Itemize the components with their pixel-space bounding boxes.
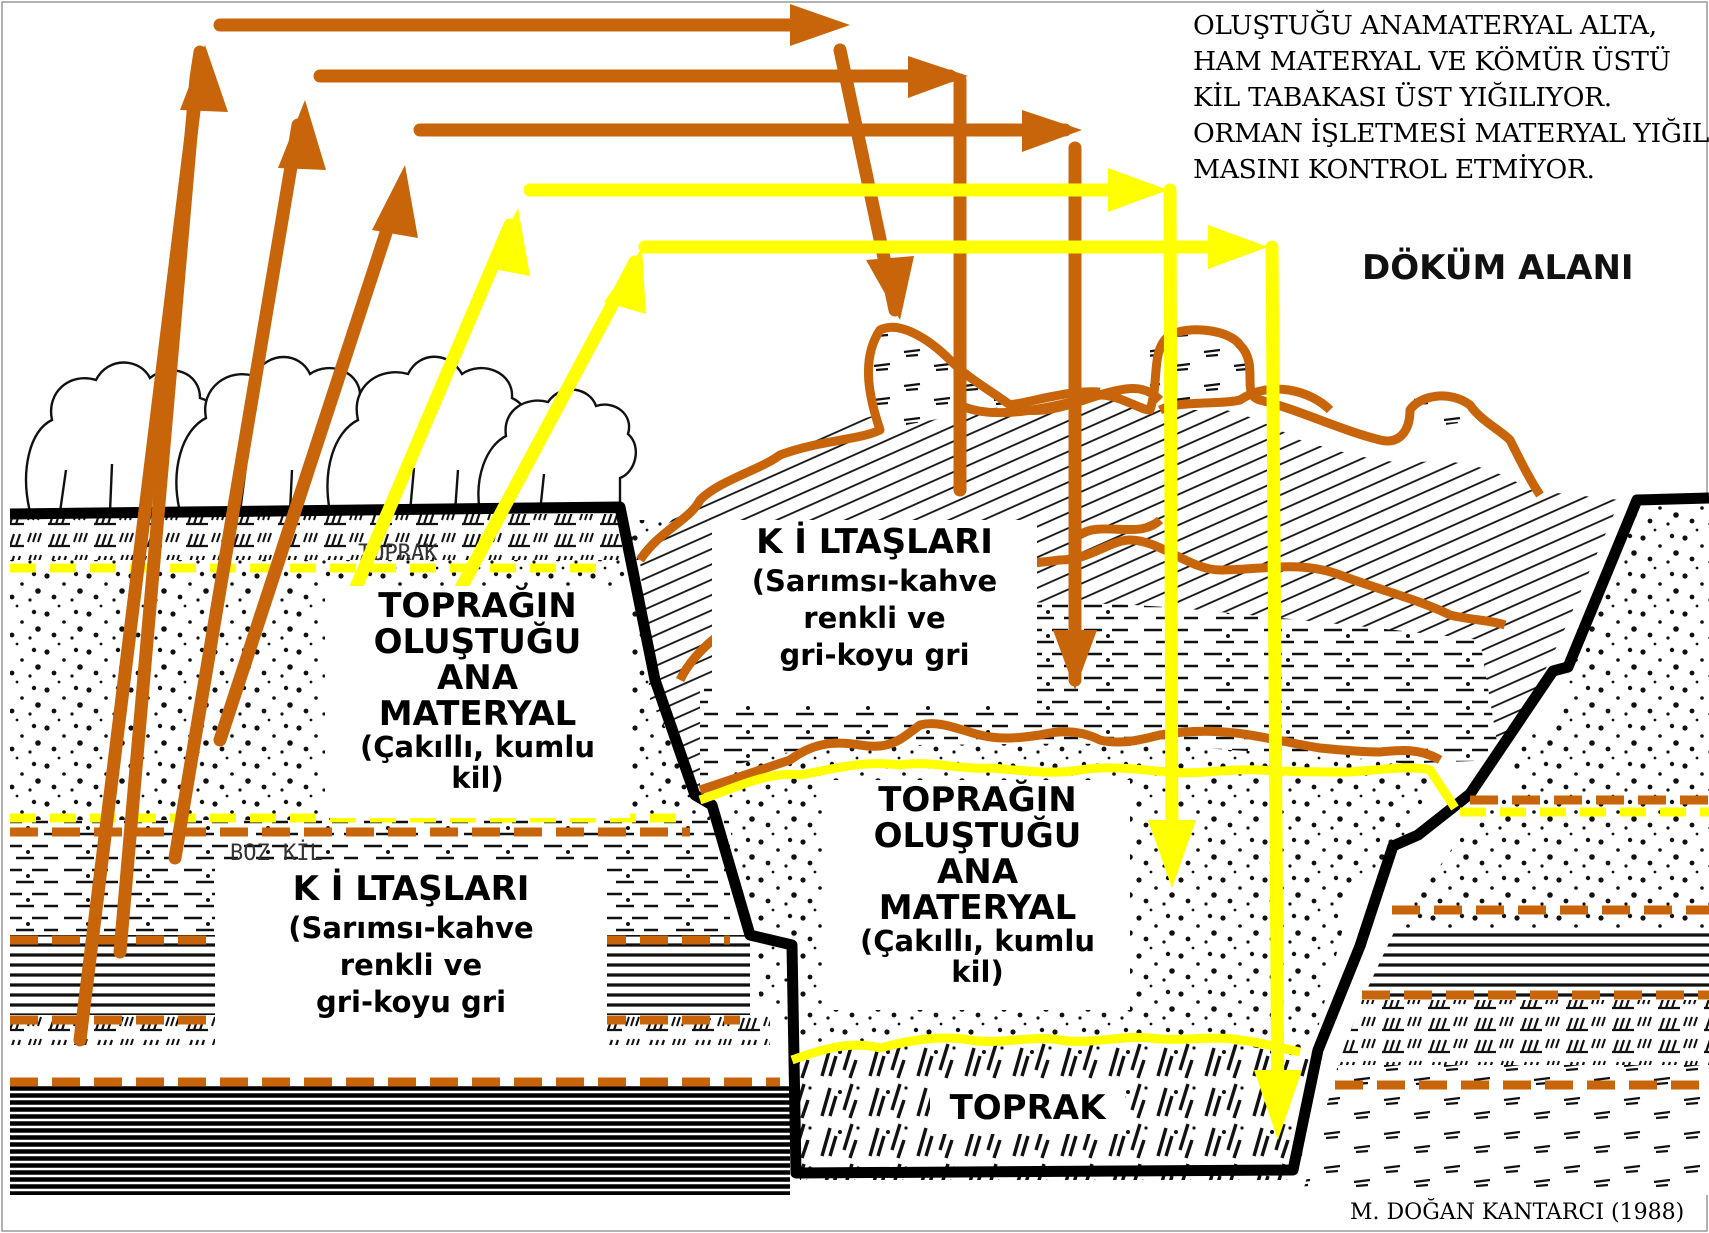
label-detail: (Sarımsı-kahve bbox=[215, 913, 607, 944]
label-detail: gri-koyu gri bbox=[712, 640, 1037, 671]
dump-area-title: DÖKÜM ALANI bbox=[1362, 248, 1634, 288]
label-detail: (Çakıllı, kumlu bbox=[325, 732, 630, 763]
label-detail: (Çakıllı, kumlu bbox=[825, 926, 1130, 957]
label-detail: kil) bbox=[325, 763, 630, 794]
parent-material-left-label: TOPRAĞIN OLUŞTUĞU ANA MATERYAL (Çakıllı,… bbox=[325, 586, 630, 818]
claystone-left-label: K İ LTAŞLARI (Sarımsı-kahve renkli ve gr… bbox=[215, 867, 607, 1056]
label-line: OLUŞTUĞU bbox=[325, 624, 630, 660]
annotation-line: HAM MATERYAL VE KÖMÜR ÜSTÜ bbox=[1193, 44, 1709, 80]
annotation-line: ORMAN İŞLETMESİ MATERYAL YIĞIL- bbox=[1193, 116, 1709, 152]
label-line: TOPRAĞIN bbox=[325, 588, 630, 624]
label-line: MATERYAL bbox=[825, 890, 1130, 926]
annotation-line: KİL TABAKASI ÜST YIĞILIYOR. bbox=[1193, 80, 1709, 116]
label-line: MATERYAL bbox=[325, 696, 630, 732]
label-line: OLUŞTUĞU bbox=[825, 818, 1130, 854]
label-title: TOPRAK bbox=[930, 1082, 1125, 1134]
label-detail: gri-koyu gri bbox=[215, 987, 607, 1018]
label-line: ANA bbox=[825, 854, 1130, 890]
label-detail: kil) bbox=[825, 957, 1130, 988]
parent-material-pit-label: TOPRAĞIN OLUŞTUĞU ANA MATERYAL (Çakıllı,… bbox=[825, 780, 1130, 1010]
faint-gray-clay-label: BOZ KİL bbox=[230, 840, 323, 866]
annotation-text: OLUŞTUĞU ANAMATERYAL ALTA, HAM MATERYAL … bbox=[1193, 8, 1709, 188]
label-title: K İ LTAŞLARI bbox=[215, 871, 607, 907]
claystone-dump-label: K İ LTAŞLARI (Sarımsı-kahve renkli ve gr… bbox=[712, 520, 1037, 704]
label-detail: renkli ve bbox=[215, 950, 607, 981]
annotation-line: MASINI KONTROL ETMİYOR. bbox=[1193, 152, 1709, 188]
label-detail: (Sarımsı-kahve bbox=[712, 566, 1037, 597]
label-line: ANA bbox=[325, 660, 630, 696]
label-title: K İ LTAŞLARI bbox=[712, 524, 1037, 560]
author-credit: M. DOĞAN KANTARCI (1988) bbox=[1350, 1200, 1684, 1225]
annotation-line: OLUŞTUĞU ANAMATERYAL ALTA, bbox=[1193, 8, 1709, 44]
label-line: TOPRAĞIN bbox=[825, 782, 1130, 818]
soil-label: TOPRAK bbox=[930, 1082, 1125, 1134]
label-detail: renkli ve bbox=[712, 603, 1037, 634]
